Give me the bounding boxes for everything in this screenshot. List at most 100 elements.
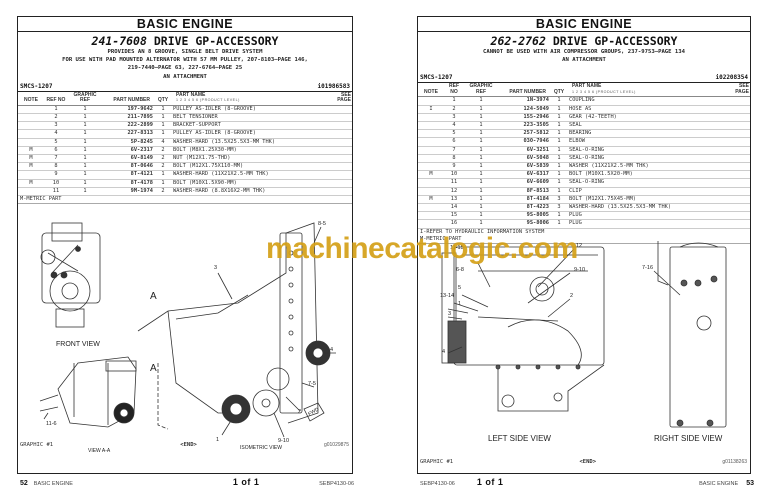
group-description-line: CANNOT BE USED WITH AIR COMPRESSOR GROUP…	[482, 49, 686, 55]
cell-graphic-ref: 1	[464, 137, 498, 147]
left-page-footer: 52 BASIC ENGINE 1 of 1 SEBP4130-06	[20, 477, 354, 487]
cell-part-name: NUT (M12X1.75-THD)	[172, 154, 328, 164]
cell-see-page	[726, 178, 750, 188]
cell-note	[418, 121, 444, 131]
cell-graphic-ref: 1	[68, 146, 102, 156]
cell-see-page	[726, 154, 750, 164]
end-marker: <END>	[180, 442, 197, 448]
cell-note	[418, 187, 444, 196]
cell-qty: 3	[550, 195, 568, 205]
group-header: 262-2762 DRIVE GP-ACCESSORY CANNOT BE US…	[418, 32, 750, 64]
cell-part-name: BOLT (M8X1.25X30-MM)	[172, 146, 328, 156]
cell-part-number: 9M-1974	[102, 187, 154, 197]
group-description-line: FOR USE WITH PAD MOUNTED ALTERNATOR WITH…	[62, 57, 308, 64]
cell-part-name: BELT TENSIONER	[172, 113, 328, 123]
cell-note: M	[418, 195, 444, 205]
cell-qty: 2	[154, 187, 172, 197]
section-marker-a-lower: A	[150, 363, 157, 374]
cell-note	[18, 170, 44, 180]
cell-qty: 2	[154, 154, 172, 164]
cell-part-name: COUPLING	[568, 96, 726, 106]
view-label-right-side: RIGHT SIDE VIEW	[654, 434, 723, 443]
callout-3: 3	[448, 311, 452, 317]
page-of: 1 of 1	[476, 477, 504, 487]
callout-7-5: 7-5	[308, 381, 316, 387]
table-notes: I-REFER TO HYDRAULIC INFORMATION SYSTEM …	[418, 229, 750, 244]
section-title: BASIC ENGINE	[18, 17, 352, 32]
cell-part-name: PULLEY AS-IDLER (8-GROOVE)	[172, 129, 328, 139]
cell-part-name: PLUG	[568, 211, 726, 221]
cell-ref-no: 6	[444, 137, 464, 147]
callout-4: 4	[330, 347, 334, 353]
group-name: DRIVE GP-ACCESSORY	[153, 34, 279, 48]
cell-graphic-ref: 1	[464, 96, 498, 106]
cell-graphic-ref: 1	[464, 113, 498, 123]
cell-part-name: BOLT (M12X1.75X110-MM)	[172, 162, 328, 172]
cell-part-name: SEAL-O-RING	[568, 154, 726, 164]
cell-see-page	[726, 170, 750, 180]
cell-ref-no: 6	[44, 146, 68, 156]
section-marker-a: A	[150, 291, 157, 302]
footer-doc-code: SEBP4130-06	[420, 481, 455, 487]
left-page: BASIC ENGINE 241-7608 DRIVE GP-ACCESSORY…	[17, 16, 353, 474]
cell-graphic-ref: 1	[464, 203, 498, 213]
cell-part-name: WASHER (11X21X2.5-MM THK)	[568, 162, 726, 172]
cell-graphic-ref: 1	[68, 113, 102, 123]
cell-note	[18, 187, 44, 197]
engine-side-views-drawing-icon	[441, 241, 727, 428]
group-description-line: AN ATTACHMENT	[562, 57, 606, 64]
cell-qty: 1	[550, 113, 568, 123]
cell-part-name: BRACKET-SUPPORT	[172, 121, 328, 131]
cell-graphic-ref: 1	[68, 162, 102, 172]
callout-4: 4	[442, 349, 446, 355]
cell-qty: 1	[550, 129, 568, 139]
callout-12: 12	[576, 243, 583, 249]
cell-note	[418, 129, 444, 139]
cell-part-number: 155-2946	[498, 113, 550, 123]
callout-1: 1	[458, 301, 462, 307]
cell-see-page	[726, 162, 750, 172]
cell-part-number: 8F-8513	[498, 187, 550, 196]
cell-graphic-ref: 1	[68, 154, 102, 164]
cell-graphic-ref: 1	[464, 170, 498, 180]
cell-see-page	[726, 96, 750, 106]
cell-qty: 3	[550, 203, 568, 213]
group-description-line: 219-7440—PAGE 63, 227-6764—PAGE 25	[127, 65, 243, 72]
cell-part-name: BOLT (M12X1.75X45-MM)	[568, 195, 726, 205]
graphic-label: GRAPHIC #1	[420, 459, 454, 465]
col-qty: QTY	[154, 91, 172, 106]
cell-ref-no: 2	[44, 113, 68, 123]
cell-ref-no: 12	[444, 187, 464, 196]
cell-note	[18, 113, 44, 123]
cell-see-page	[328, 121, 352, 131]
col-note: NOTE	[18, 91, 44, 106]
cell-part-number: 8T-4184	[498, 195, 550, 205]
cell-note	[418, 154, 444, 164]
col-see-page: SEE PAGE	[726, 83, 750, 98]
col-note: NOTE	[418, 83, 444, 98]
cell-graphic-ref: 1	[464, 195, 498, 205]
right-page-footer: SEBP4130-06 1 of 1 BASIC ENGINE 53	[420, 477, 754, 487]
callout-13-14: 13-14	[440, 293, 455, 299]
cell-part-name: PULLEY AS-IDLER (8-GROOVE)	[172, 105, 328, 115]
cell-ref-no: 10	[44, 179, 68, 188]
cell-graphic-ref: 1	[68, 187, 102, 197]
col-see-page: SEE PAGE	[328, 91, 352, 106]
cell-part-number: 6V-6317	[498, 170, 550, 180]
cell-note	[18, 105, 44, 115]
cell-part-number: 8T-4121	[102, 170, 154, 180]
cell-part-number: 6V-8149	[102, 154, 154, 164]
callout-5: 5	[458, 285, 462, 291]
smcs-code: SMCS-1207	[420, 74, 453, 82]
cell-note	[418, 211, 444, 221]
col-part-name-label: PART NAME	[572, 83, 602, 90]
